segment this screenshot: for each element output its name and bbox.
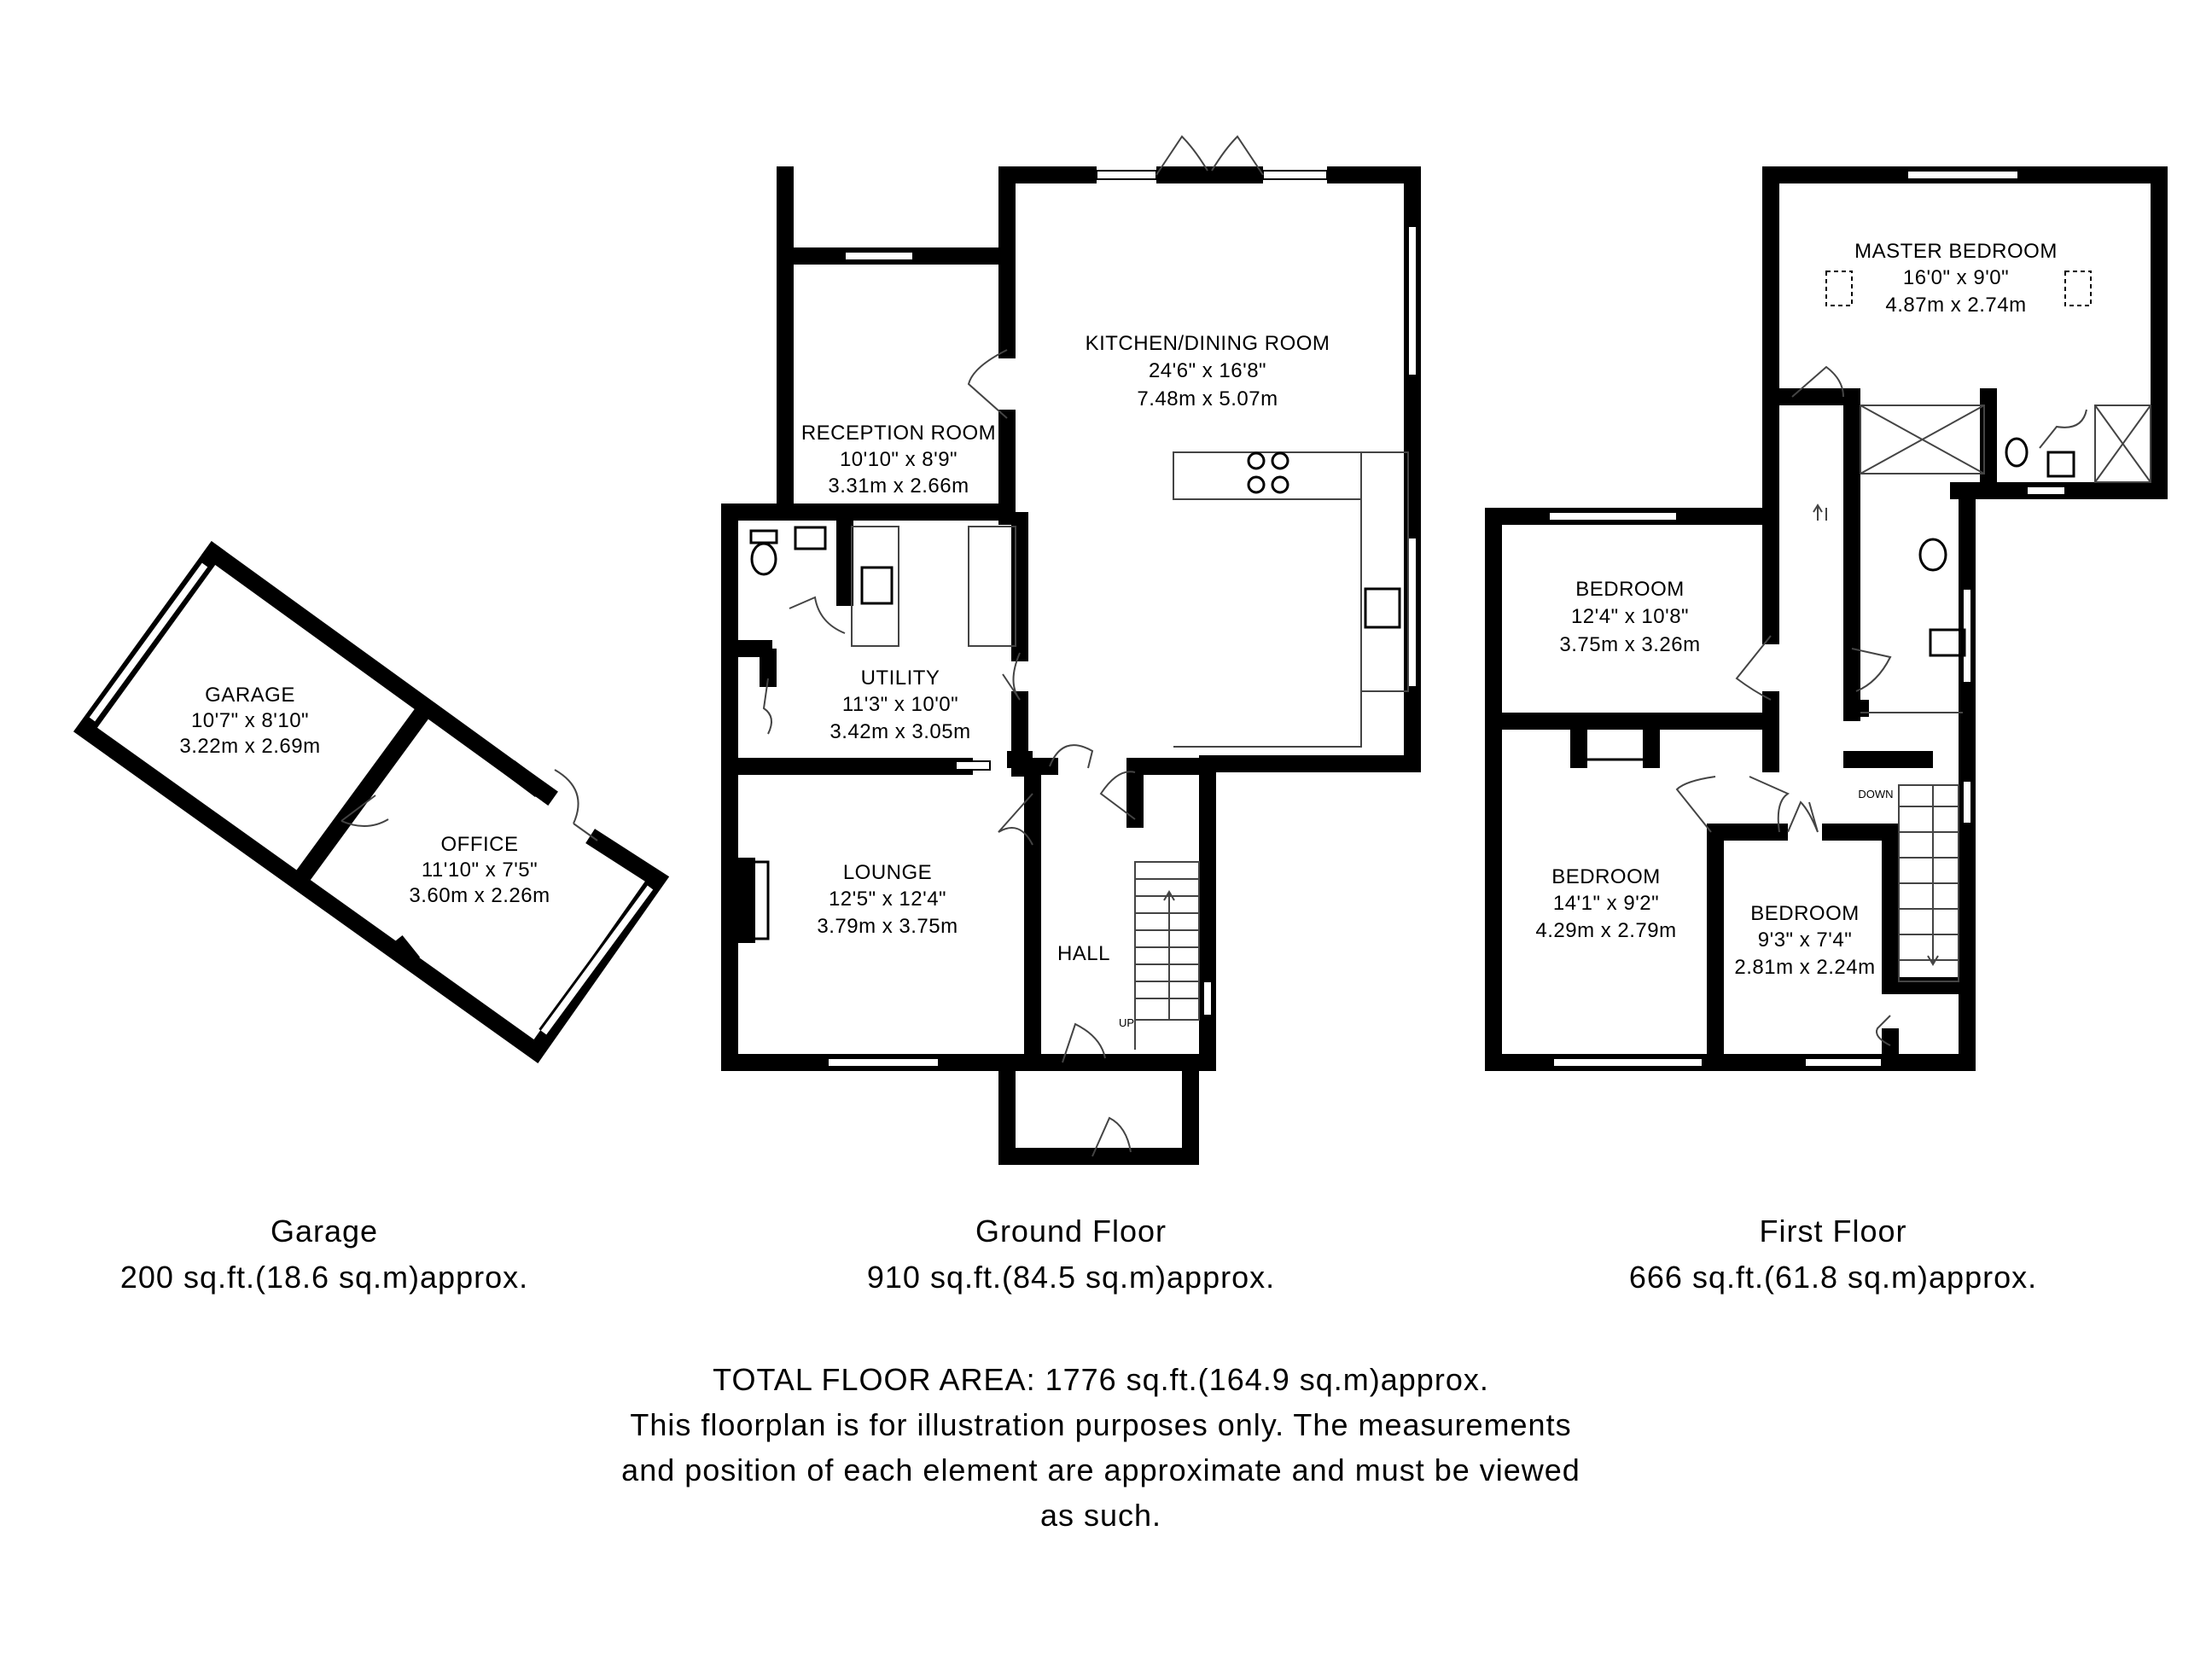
ground-floor-caption-title: Ground Floor — [975, 1214, 1167, 1249]
bedroom-1-label: BEDROOM — [1575, 578, 1685, 601]
bedroom-2-imperial: 14'1" x 9'2" — [1553, 892, 1659, 915]
bedroom-3-metric: 2.81m x 2.24m — [1734, 956, 1875, 979]
garage-caption-title: Garage — [270, 1214, 379, 1249]
kitchen-metric: 7.48m x 5.07m — [1137, 387, 1278, 410]
bedroom-3-label: BEDROOM — [1750, 902, 1860, 925]
first-floor-caption-area: 666 sq.ft.(61.8 sq.m)approx. — [1628, 1260, 2038, 1295]
master-bedroom-metric: 4.87m x 2.74m — [1885, 294, 2026, 317]
ground-floor-plan — [721, 135, 1421, 1165]
garage-imperial: 10'7" x 8'10" — [191, 709, 309, 732]
utility-imperial: 11'3" x 10'0" — [842, 693, 958, 716]
disclaimer-line-3: as such. — [1039, 1498, 1162, 1533]
ground-floor-caption-area: 910 sq.ft.(84.5 sq.m)approx. — [866, 1260, 1276, 1295]
stairs-down-label: DOWN — [1858, 788, 1893, 800]
master-bedroom-label: MASTER BEDROOM — [1854, 240, 2058, 263]
office-label: OFFICE — [441, 833, 519, 856]
reception-metric: 3.31m x 2.66m — [828, 474, 969, 498]
garage-metric: 3.22m x 2.69m — [179, 735, 320, 758]
kitchen-label: KITCHEN/DINING ROOM — [1086, 332, 1330, 355]
garage-office-plan — [73, 541, 670, 1063]
first-floor-caption: First Floor 666 sq.ft.(61.8 sq.m)approx. — [1543, 1214, 2123, 1295]
bedroom-1-imperial: 12'4" x 10'8" — [1571, 605, 1689, 628]
lounge-label: LOUNGE — [843, 861, 932, 884]
bedroom-3-imperial: 9'3" x 7'4" — [1758, 928, 1852, 952]
room-labels: GARAGE 10'7" x 8'10" 3.22m x 2.69m OFFIC… — [179, 240, 2057, 1029]
disclaimer-line-2: and position of each element are approxi… — [621, 1452, 1580, 1487]
bedroom-1-metric: 3.75m x 3.26m — [1559, 633, 1700, 656]
first-floor-caption-title: First Floor — [1759, 1214, 1907, 1249]
garage-caption-area: 200 sq.ft.(18.6 sq.m)approx. — [119, 1260, 529, 1295]
office-metric: 3.60m x 2.26m — [409, 884, 550, 907]
lounge-metric: 3.79m x 3.75m — [817, 915, 958, 938]
garage-label: GARAGE — [205, 684, 295, 707]
master-bedroom-imperial: 16'0" x 9'0" — [1903, 266, 2009, 289]
total-floor-area: TOTAL FLOOR AREA: 1776 sq.ft.(164.9 sq.m… — [713, 1362, 1489, 1397]
ground-floor-caption: Ground Floor 910 sq.ft.(84.5 sq.m)approx… — [781, 1214, 1361, 1295]
utility-metric: 3.42m x 3.05m — [830, 720, 970, 743]
first-floor-plan — [1485, 166, 2168, 1071]
bedroom-2-metric: 4.29m x 2.79m — [1535, 919, 1676, 942]
reception-label: RECEPTION ROOM — [801, 422, 996, 445]
stairs-up-label: UP — [1119, 1016, 1134, 1029]
floorplan-notes: TOTAL FLOOR AREA: 1776 sq.ft.(164.9 sq.m… — [461, 1357, 1741, 1538]
reception-imperial: 10'10" x 8'9" — [840, 448, 958, 471]
bedroom-2-label: BEDROOM — [1551, 865, 1661, 888]
disclaimer-line-1: This floorplan is for illustration purpo… — [630, 1407, 1572, 1442]
office-imperial: 11'10" x 7'5" — [422, 859, 538, 882]
kitchen-imperial: 24'6" x 16'8" — [1149, 359, 1266, 382]
garage-caption: Garage 200 sq.ft.(18.6 sq.m)approx. — [34, 1214, 614, 1295]
utility-label: UTILITY — [861, 667, 940, 690]
hall-label: HALL — [1057, 942, 1110, 965]
lounge-imperial: 12'5" x 12'4" — [829, 888, 946, 911]
